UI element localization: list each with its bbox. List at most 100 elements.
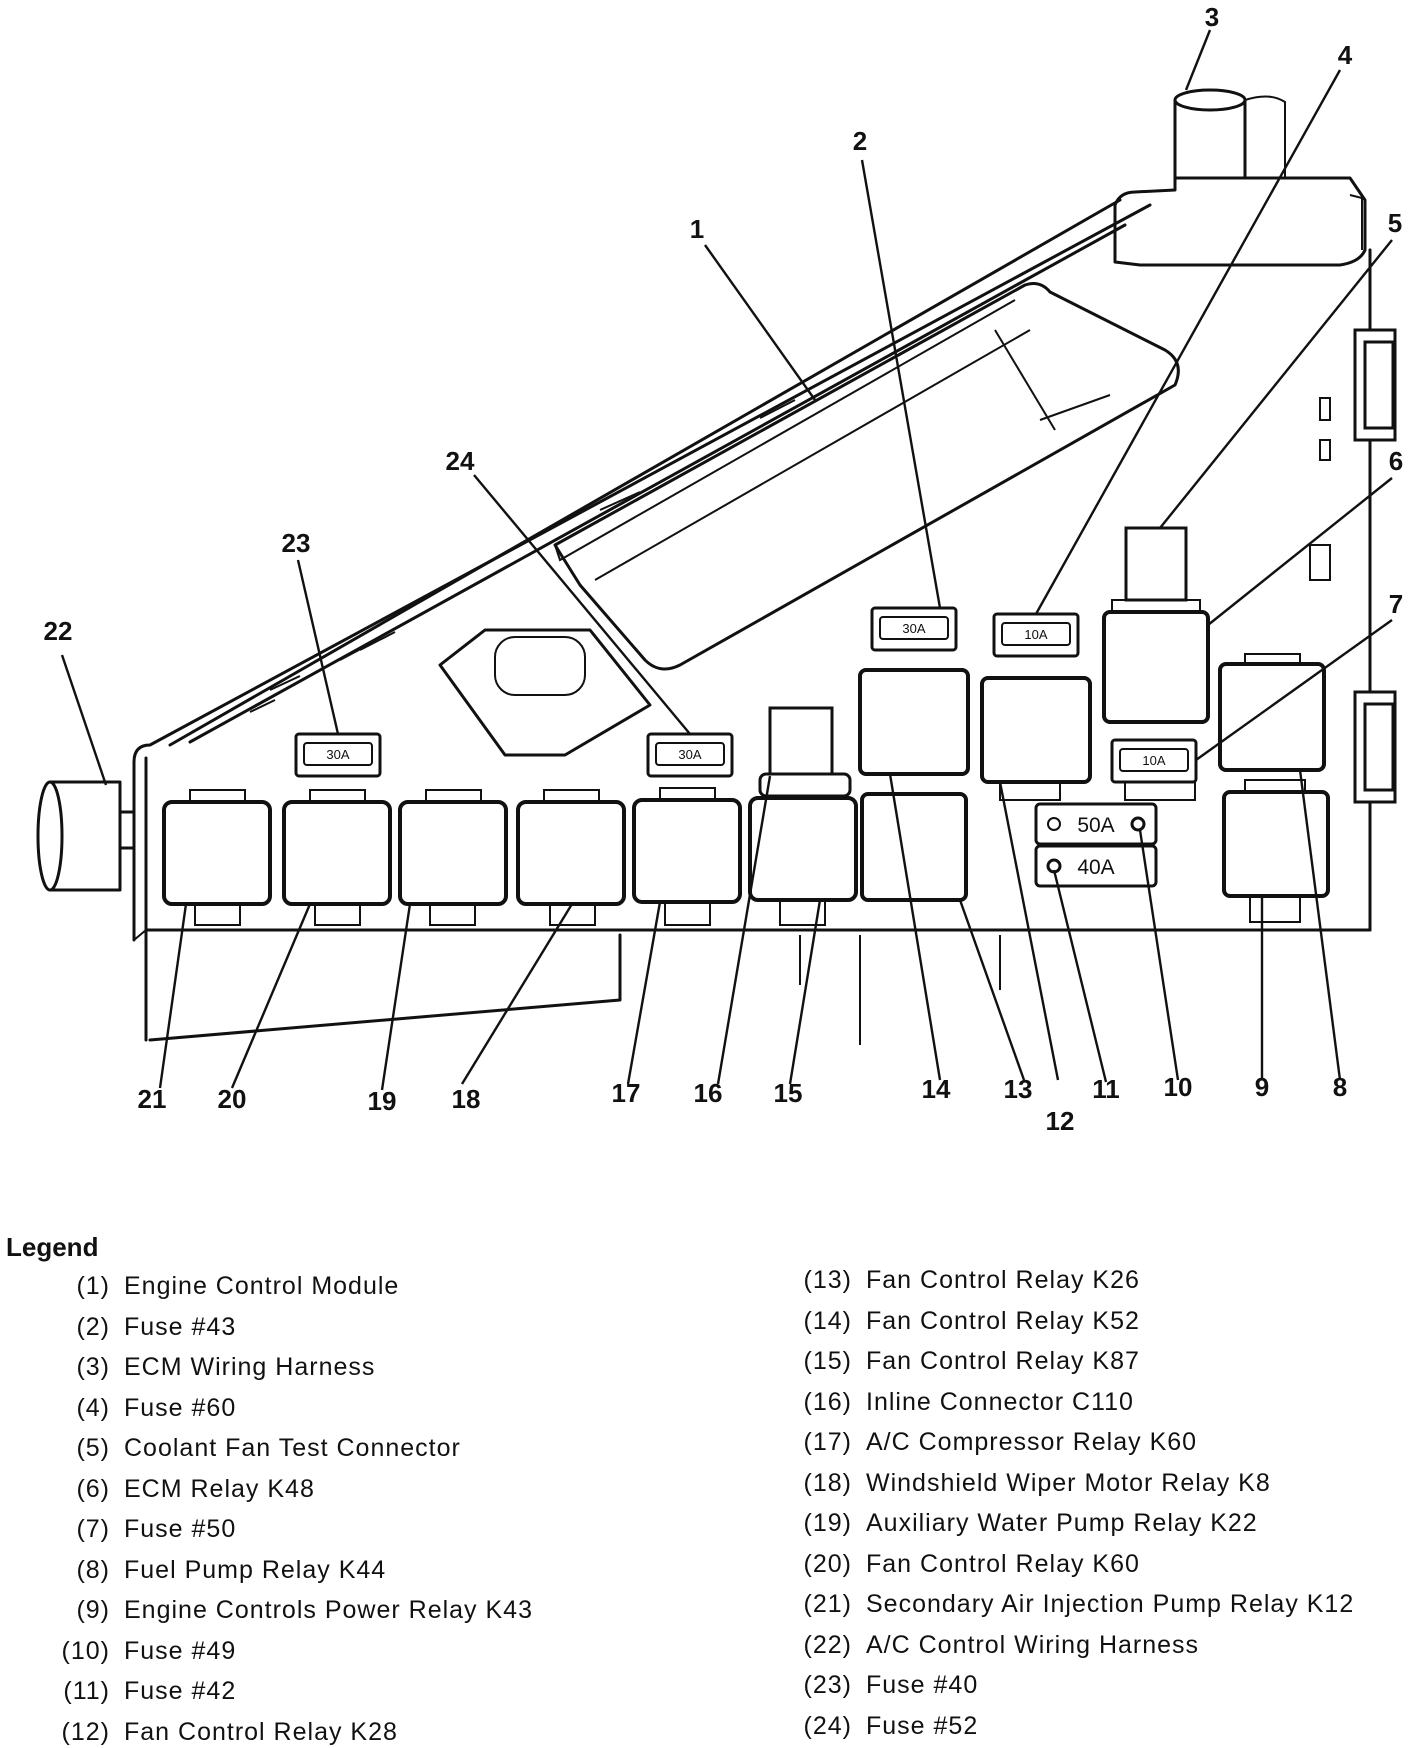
legend-item: (17)A/C Compressor Relay K60 <box>800 1428 1197 1457</box>
legend-item: (10) Fuse #49 <box>58 1637 236 1666</box>
legend-item-number: (7) <box>76 1515 110 1543</box>
callout-20: 20 <box>218 1084 247 1114</box>
legend-item-text: Fuse #42 <box>124 1677 237 1705</box>
legend-item: (6)ECM Relay K48 <box>58 1475 315 1504</box>
legend-item-number: (4) <box>76 1393 110 1422</box>
legend-item-number: (24) <box>803 1711 852 1740</box>
relay-8 <box>1218 662 1326 772</box>
legend-item-text: Secondary Air Injection Pump Relay K12 <box>866 1590 1355 1618</box>
legend-item: (15)Fan Control Relay K87 <box>800 1347 1140 1376</box>
fuse-23-rating: 30A <box>326 747 349 762</box>
legend-item-number: (9) <box>76 1596 110 1624</box>
legend-item-text: Auxiliary Water Pump Relay K22 <box>866 1509 1258 1537</box>
fuse-23: 30A <box>294 732 382 778</box>
callout-8: 8 <box>1333 1072 1347 1102</box>
relay-17 <box>632 798 742 904</box>
housing-outline <box>132 88 1397 1045</box>
legend-item-text: Fan Control Relay K87 <box>866 1347 1140 1375</box>
callout-24: 24 <box>446 446 475 476</box>
legend-item: (14) Fan Control Relay K52 <box>800 1307 1140 1336</box>
maxi-fuse-11: 40A <box>1034 844 1158 888</box>
relay-20 <box>282 800 392 906</box>
legend-item: (18) Windshield Wiper Motor Relay K8 <box>800 1469 1271 1498</box>
legend-item-number: (19) <box>803 1509 852 1537</box>
legend-item-number: (16) <box>803 1387 852 1416</box>
callout-18: 18 <box>452 1084 481 1114</box>
callout-14: 14 <box>922 1074 951 1104</box>
legend-item: (23)Fuse #40 <box>800 1671 978 1700</box>
callout-9: 9 <box>1255 1072 1269 1102</box>
legend-item-number: (5) <box>76 1434 110 1462</box>
relay-12 <box>980 676 1092 784</box>
legend-item-number: (2) <box>76 1312 110 1341</box>
relay-19 <box>398 800 508 906</box>
fuse-7: 10A <box>1110 738 1198 784</box>
callout-10: 10 <box>1164 1072 1193 1102</box>
callout-3: 3 <box>1205 2 1219 32</box>
legend-item-text: Fan Control Relay K52 <box>866 1306 1140 1335</box>
legend-item-number: (18) <box>803 1468 852 1497</box>
relay-18 <box>516 800 626 906</box>
relay-15 <box>748 796 858 902</box>
legend-item: (12)Fan Control Relay K28 <box>58 1718 398 1747</box>
legend-item-number: (1) <box>76 1272 110 1300</box>
legend-item: (3)ECM Wiring Harness <box>58 1353 375 1382</box>
legend-item: (8)Fuel Pump Relay K44 <box>58 1556 386 1585</box>
legend-item-text: Fan Control Relay K28 <box>124 1717 398 1746</box>
legend-item: (19) Auxiliary Water Pump Relay K22 <box>800 1509 1258 1538</box>
callout-numbers: 1 2 3 4 5 6 7 8 9 10 11 12 13 14 15 16 1… <box>44 2 1404 1136</box>
legend-item: (16) Inline Connector C110 <box>800 1388 1134 1417</box>
legend-item-text: A/C Compressor Relay K60 <box>866 1428 1198 1456</box>
legend-item-text: Fan Control Relay K26 <box>866 1266 1140 1294</box>
legend-item: (9) Engine Controls Power Relay K43 <box>58 1596 533 1625</box>
fuse-4: 10A <box>992 612 1080 658</box>
fuse-10-rating: 50A <box>1077 814 1114 837</box>
upper-relays <box>858 526 1326 801</box>
legend-item: (24) Fuse #52 <box>800 1712 978 1741</box>
coolant-fan-test-connector <box>1124 526 1188 602</box>
legend-item-text: Fuse #52 <box>866 1711 979 1740</box>
legend-item-text: Fuel Pump Relay K44 <box>124 1555 387 1584</box>
legend-item-number: (10) <box>61 1636 110 1665</box>
legend-item-text: Windshield Wiper Motor Relay K8 <box>866 1468 1271 1497</box>
legend-item: (13)Fan Control Relay K26 <box>800 1266 1140 1295</box>
legend-item-number: (14) <box>803 1306 852 1335</box>
callout-4: 4 <box>1338 40 1353 70</box>
callout-5: 5 <box>1388 208 1402 238</box>
inline-connector-c110 <box>768 706 834 778</box>
fuse-2: 30A <box>870 606 958 652</box>
legend-item-text: Fuse #40 <box>866 1671 979 1699</box>
legend-item: (4)Fuse #60 <box>58 1394 236 1423</box>
legend-item-text: Inline Connector C110 <box>866 1387 1134 1416</box>
legend-item-text: Engine Controls Power Relay K43 <box>124 1596 533 1624</box>
fuses: 30A 30A 30A 10A 10A 50A <box>294 606 1198 888</box>
fuse-2-rating: 30A <box>902 621 925 636</box>
legend-item-text: Fuse #50 <box>124 1515 237 1543</box>
legend-item-number: (11) <box>63 1677 110 1705</box>
leader-lines <box>60 29 1393 1091</box>
ac-control-wiring-harness <box>36 780 136 892</box>
legend-item-text: Fuse #49 <box>124 1636 237 1665</box>
legend-item: (22)A/C Control Wiring Harness <box>800 1631 1199 1660</box>
relay-14 <box>858 668 970 776</box>
fuse-relay-center-diagram: 30A 30A 30A 10A 10A 50A <box>36 2 1404 1136</box>
fuse-24-rating: 30A <box>678 747 701 762</box>
relay-21 <box>162 800 272 906</box>
callout-21: 21 <box>138 1084 167 1114</box>
legend-item-text: A/C Control Wiring Harness <box>866 1630 1200 1659</box>
callout-13: 13 <box>1004 1074 1033 1104</box>
legend-item: (1)Engine Control Module <box>58 1272 399 1301</box>
callout-15: 15 <box>774 1078 803 1108</box>
relay-9 <box>1222 790 1330 898</box>
fuse-4-rating: 10A <box>1024 627 1047 642</box>
legend-item: (20)Fan Control Relay K60 <box>800 1550 1140 1579</box>
legend-item: (11) Fuse #42 <box>58 1677 236 1706</box>
legend-item-text: Coolant Fan Test Connector <box>124 1434 461 1462</box>
legend-item-text: Fan Control Relay K60 <box>866 1549 1140 1578</box>
callout-23: 23 <box>282 528 311 558</box>
legend-item: (5) Coolant Fan Test Connector <box>58 1434 461 1463</box>
relay-6 <box>1102 610 1210 724</box>
legend: Legend (1)Engine Control Module(2)Fuse #… <box>0 1232 1424 1746</box>
legend-item: (7) Fuse #50 <box>58 1515 236 1544</box>
bottom-relay-row <box>162 706 1330 926</box>
